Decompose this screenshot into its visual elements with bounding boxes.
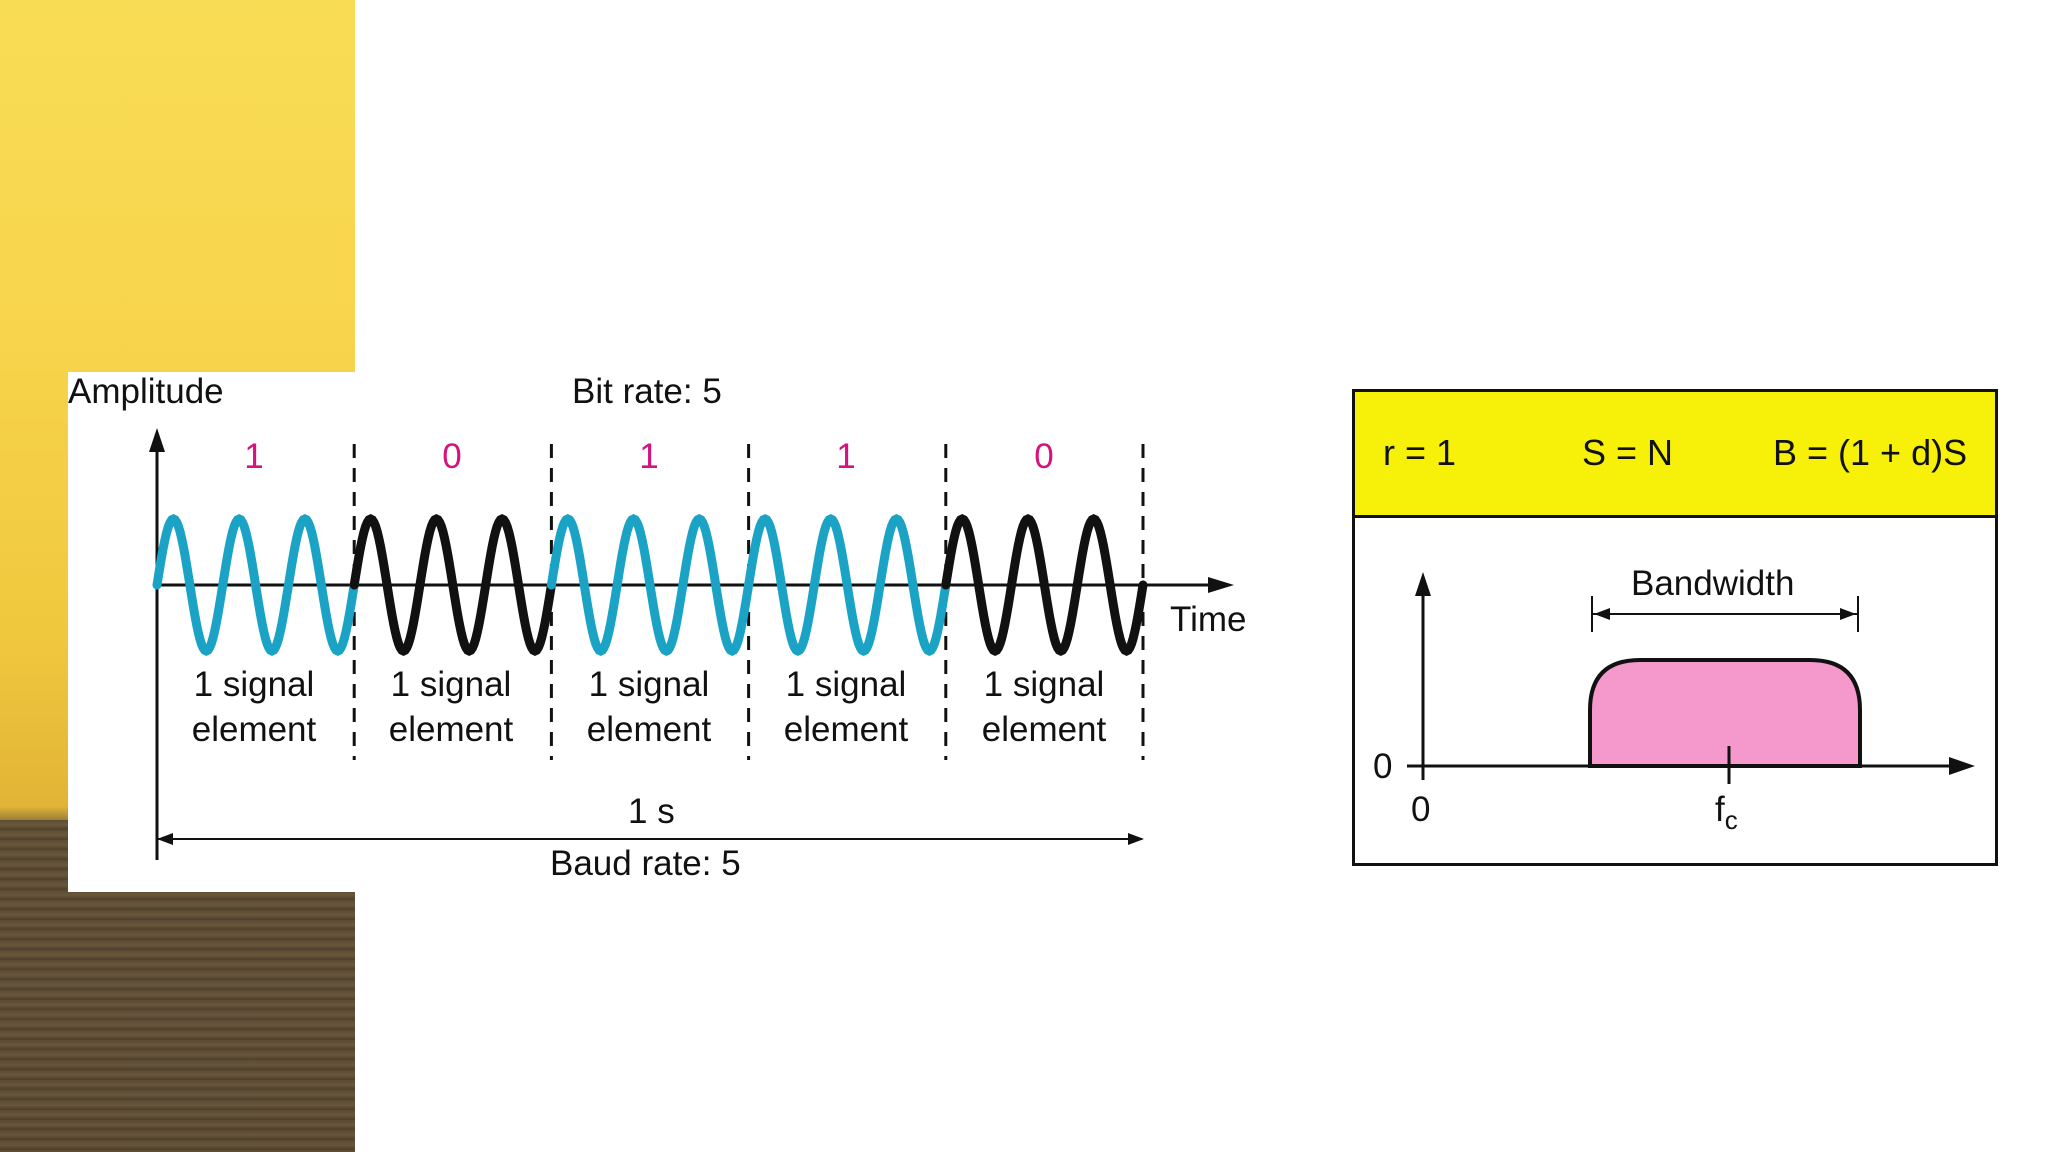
signal-element-label: 1 signal element	[361, 662, 541, 752]
bit-label: 0	[1034, 437, 1054, 476]
signal-element-wave	[941, 513, 1148, 657]
bandwidth-arrow-right	[1840, 608, 1856, 620]
r-value: r = 1	[1383, 432, 1457, 473]
baud-rate-label: Baud rate: 5	[550, 844, 741, 883]
signal-element-label: 1 signal element	[954, 662, 1134, 752]
fc-main: f	[1715, 790, 1725, 829]
amplitude-axis-arrow	[149, 428, 165, 452]
bit-label: 1	[836, 437, 856, 476]
signal-element-label: 1 signal element	[756, 662, 936, 752]
signal-element-wave	[546, 513, 754, 657]
y-axis-arrow	[1415, 572, 1431, 596]
signal-element-line1: 1 signal	[390, 665, 512, 704]
duration-arrow-left	[157, 833, 173, 845]
parameters-header: r = 1 S = N B = (1 + d)S	[1355, 392, 1995, 518]
signal-element-line1: 1 signal	[983, 665, 1105, 704]
s-value: S = N	[1582, 432, 1674, 473]
signal-element-label: 1 signal element	[164, 662, 344, 752]
x-zero-label: 0	[1411, 790, 1431, 829]
bit-label: 1	[639, 437, 659, 476]
signal-element-line1: 1 signal	[193, 665, 315, 704]
duration-arrow-right	[1128, 833, 1144, 845]
fc-subscript: c	[1724, 805, 1738, 835]
time-label: Time	[1170, 600, 1247, 639]
bit-rate-label: Bit rate: 5	[572, 372, 722, 411]
time-axis-arrow	[1208, 577, 1234, 593]
fc-label: fc	[1715, 790, 1738, 836]
amplitude-label: Amplitude	[68, 372, 224, 411]
y-zero-label: 0	[1373, 747, 1393, 786]
signal-element-line2: element	[388, 710, 514, 749]
signal-element-line2: element	[586, 710, 712, 749]
signal-element-wave	[744, 513, 951, 657]
signal-element-line1: 1 signal	[588, 665, 710, 704]
signal-element-wave	[152, 513, 359, 657]
bit-label: 1	[244, 437, 264, 476]
bandwidth-panel: r = 1 S = N B = (1 + d)S Bandwidth 0 0 f…	[1352, 389, 1998, 866]
signal-element-line2: element	[783, 710, 909, 749]
bit-label: 0	[442, 437, 462, 476]
signal-element-label: 1 signal element	[559, 662, 739, 752]
signal-plot	[149, 428, 1234, 860]
bandwidth-label: Bandwidth	[1631, 564, 1795, 603]
x-axis-arrow	[1949, 757, 1975, 775]
bandwidth-plot	[1407, 572, 1975, 784]
b-formula: B = (1 + d)S	[1773, 432, 1968, 473]
band-spectrum	[1588, 658, 1862, 768]
signal-element-line1: 1 signal	[785, 665, 907, 704]
signal-element-wave	[349, 513, 556, 657]
signal-element-line2: element	[981, 710, 1107, 749]
signal-element-diagram: Amplitude Bit rate: 5 Time 1 0 1 1 0 1 s…	[68, 372, 1268, 892]
signal-element-line2: element	[191, 710, 317, 749]
duration-label: 1 s	[628, 792, 675, 831]
bandwidth-arrow-left	[1594, 608, 1610, 620]
